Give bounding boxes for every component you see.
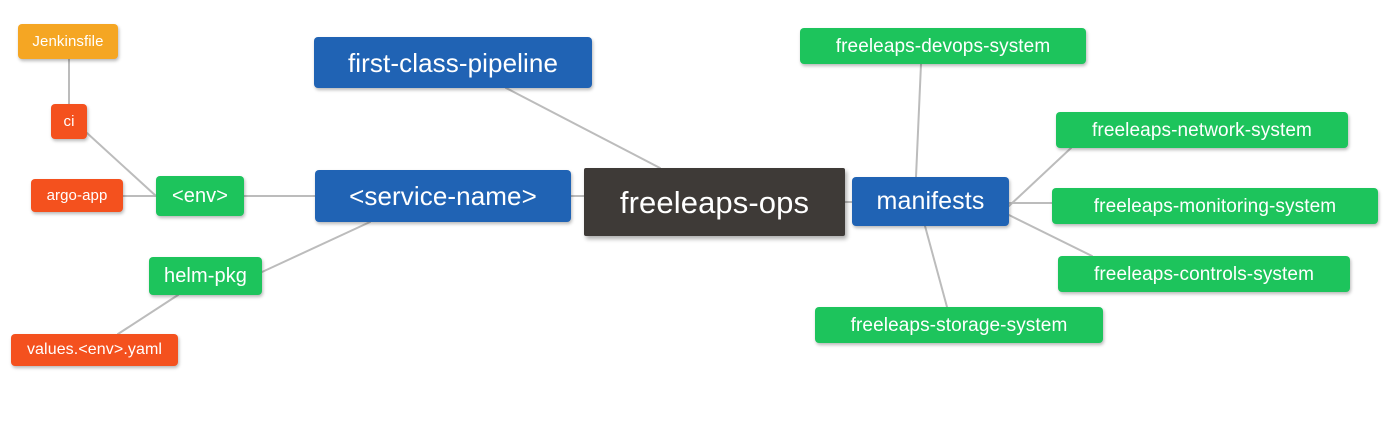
node-label: manifests	[876, 187, 985, 215]
node-controls-system[interactable]: freeleaps-controls-system	[1058, 256, 1350, 292]
node-storage-system[interactable]: freeleaps-storage-system	[815, 307, 1103, 343]
edge-helmpkg-valuesyaml	[117, 294, 179, 335]
node-monitoring-system[interactable]: freeleaps-monitoring-system	[1052, 188, 1378, 224]
edge-servicename-helmpkg	[261, 221, 371, 273]
node-network-system[interactable]: freeleaps-network-system	[1056, 112, 1348, 148]
node-ci[interactable]: ci	[51, 104, 87, 139]
node-label: <service-name>	[349, 181, 537, 211]
node-jenkinsfile[interactable]: Jenkinsfile	[18, 24, 118, 59]
node-manifests[interactable]: manifests	[852, 177, 1009, 226]
node-label: helm-pkg	[163, 265, 248, 287]
node-label: argo-app	[46, 187, 108, 204]
node-first-class-pipeline[interactable]: first-class-pipeline	[314, 37, 592, 88]
node-helm-pkg[interactable]: helm-pkg	[149, 257, 262, 295]
node-devops-system[interactable]: freeleaps-devops-system	[800, 28, 1086, 64]
node-label: Jenkinsfile	[32, 33, 104, 50]
edge-manifests-devops	[915, 63, 922, 178]
edge-ci-env	[86, 132, 157, 197]
node-env[interactable]: <env>	[156, 176, 244, 216]
node-label: freeleaps-devops-system	[835, 35, 1051, 57]
node-label: ci	[63, 113, 75, 130]
node-freeleaps-ops[interactable]: freeleaps-ops	[584, 168, 845, 236]
edge-pipeline-ops	[505, 87, 661, 169]
node-label: freeleaps-controls-system	[1093, 263, 1315, 285]
node-values-yaml[interactable]: values.<env>.yaml	[11, 334, 178, 366]
node-label: freeleaps-network-system	[1092, 119, 1312, 141]
node-label: freeleaps-ops	[619, 184, 810, 220]
edge-manifests-network	[1008, 147, 1072, 207]
node-label: freeleaps-storage-system	[850, 314, 1068, 336]
node-argo-app[interactable]: argo-app	[31, 179, 123, 212]
node-label: first-class-pipeline	[347, 47, 559, 78]
node-label: freeleaps-monitoring-system	[1093, 195, 1337, 217]
node-label: values.<env>.yaml	[26, 341, 163, 358]
edge-manifests-controls	[1008, 214, 1093, 257]
node-service-name[interactable]: <service-name>	[315, 170, 571, 222]
edge-manifests-storage	[924, 225, 948, 308]
node-label: <env>	[171, 185, 229, 207]
